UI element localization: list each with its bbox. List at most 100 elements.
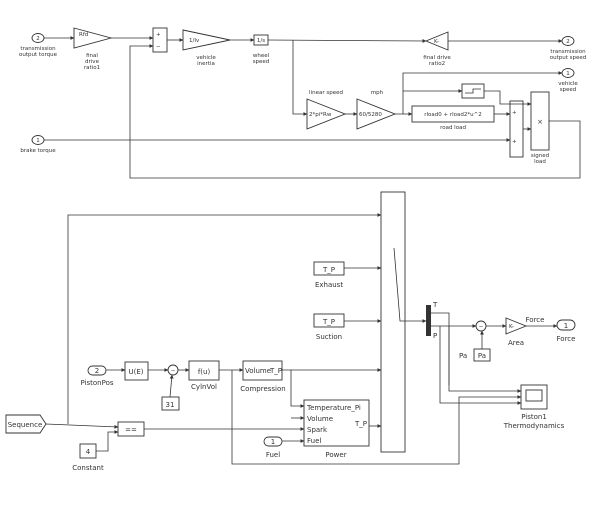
sum-road-load[interactable]: + + xyxy=(509,100,524,158)
svg-text:−: − xyxy=(156,44,161,50)
inport-piston-pos[interactable]: 2 PistonPos xyxy=(80,365,114,387)
svg-text:×: × xyxy=(537,118,543,126)
svg-text:Suction: Suction xyxy=(316,333,342,341)
svg-text:Force: Force xyxy=(557,335,576,343)
svg-text:Compression: Compression xyxy=(240,385,285,393)
svg-text:+: + xyxy=(156,32,161,38)
gain-area[interactable]: K- Area xyxy=(505,317,528,347)
svg-text:T_P: T_P xyxy=(269,367,282,375)
svg-text:Force: Force xyxy=(526,316,545,324)
demux-block[interactable]: T P xyxy=(426,301,438,340)
suction-block[interactable]: T_P Suction xyxy=(313,313,345,341)
svg-text:K-: K- xyxy=(509,324,514,330)
constant-31[interactable]: 31 xyxy=(161,396,180,411)
exhaust-block[interactable]: T_P Exhaust xyxy=(313,261,345,289)
svg-text:Temperature_Pi: Temperature_Pi xyxy=(306,404,361,412)
gain-linear-speed[interactable]: 2*pi*Rw linear speed xyxy=(306,90,347,130)
sum-force[interactable]: − xyxy=(475,320,487,332)
svg-text:−: − xyxy=(479,324,484,330)
svg-text:2: 2 xyxy=(566,39,570,45)
sum-main[interactable]: + − xyxy=(152,27,168,53)
inport-fuel[interactable]: 1 Fuel xyxy=(263,436,283,459)
svg-text:T_P: T_P xyxy=(322,266,335,274)
svg-text:1/Iv: 1/Iv xyxy=(189,38,200,44)
svg-text:+: + xyxy=(512,139,517,145)
svg-text:T: T xyxy=(432,301,438,309)
svg-text:brake torque: brake torque xyxy=(20,148,56,154)
ue-block[interactable]: U(E) xyxy=(124,361,149,381)
compare-equal[interactable]: == xyxy=(117,421,145,437)
mux-block[interactable] xyxy=(380,191,406,453)
svg-text:T_P: T_P xyxy=(354,420,367,428)
svg-text:Spark: Spark xyxy=(307,426,328,434)
outport-force[interactable]: 1 Force Force xyxy=(526,316,576,343)
svg-text:1/s: 1/s xyxy=(257,38,265,44)
svg-text:Volume: Volume xyxy=(245,367,271,375)
svg-text:Exhaust: Exhaust xyxy=(315,281,343,289)
gain-mph[interactable]: 60/5280 mph xyxy=(356,90,397,130)
svg-text:60/5280: 60/5280 xyxy=(359,112,382,118)
piston-thermo-subsystem: T_P Exhaust T_P Suction T P − Pa Pa xyxy=(5,191,576,472)
svg-text:2: 2 xyxy=(95,367,99,375)
sign-block[interactable] xyxy=(461,83,485,99)
cyln-vol[interactable]: f(u) CylnVol xyxy=(188,360,220,391)
svg-text:==: == xyxy=(125,426,137,434)
svg-text:−: − xyxy=(171,368,176,374)
sum-cyln[interactable]: − xyxy=(167,364,179,376)
svg-text:31: 31 xyxy=(166,401,175,409)
svg-text:U(E): U(E) xyxy=(128,368,143,376)
svg-text:Fuel: Fuel xyxy=(307,437,321,445)
svg-text:Volume: Volume xyxy=(307,415,333,423)
svg-text:+: + xyxy=(512,110,517,116)
svg-text:P: P xyxy=(433,332,437,340)
svg-text:Fuel: Fuel xyxy=(266,451,280,459)
svg-text:road load: road load xyxy=(440,125,466,131)
pa-constant[interactable]: Pa Pa xyxy=(459,348,491,362)
svg-text:Rfd: Rfd xyxy=(79,32,88,38)
svg-text:2*pi*Rw: 2*pi*Rw xyxy=(309,112,332,118)
svg-text:K-: K- xyxy=(434,39,439,45)
fcn-road-load[interactable]: rload0 + rload2*u^2 road load xyxy=(411,105,495,131)
svg-text:Sequence: Sequence xyxy=(8,421,43,429)
svg-text:1: 1 xyxy=(271,438,275,446)
constant-4[interactable]: 4 Constant xyxy=(72,443,104,472)
svg-text:CylnVol: CylnVol xyxy=(191,383,217,391)
svg-text:1: 1 xyxy=(564,322,568,330)
svg-text:1: 1 xyxy=(566,71,570,77)
compression-block[interactable]: Volume T_P Compression xyxy=(240,360,286,393)
svg-text:Constant: Constant xyxy=(72,464,104,472)
svg-text:f(u): f(u) xyxy=(198,368,211,376)
svg-text:Pa: Pa xyxy=(478,352,486,360)
inport-brake-torque[interactable]: 1 brake torque xyxy=(20,135,56,155)
top-wires xyxy=(44,36,581,179)
svg-text:rload0 + rload2*u^2: rload0 + rload2*u^2 xyxy=(424,112,481,118)
svg-text:1: 1 xyxy=(36,138,40,144)
bottom-wires xyxy=(45,213,558,465)
svg-text:PistonPos: PistonPos xyxy=(80,379,113,387)
pa-label: Pa xyxy=(459,352,467,360)
svg-text:Area: Area xyxy=(508,339,524,347)
svg-text:T_P: T_P xyxy=(322,318,335,326)
power-block[interactable]: Temperature_Pi Volume Spark Fuel T_P Pow… xyxy=(303,399,370,459)
sequence-block[interactable]: Sequence xyxy=(5,414,47,434)
